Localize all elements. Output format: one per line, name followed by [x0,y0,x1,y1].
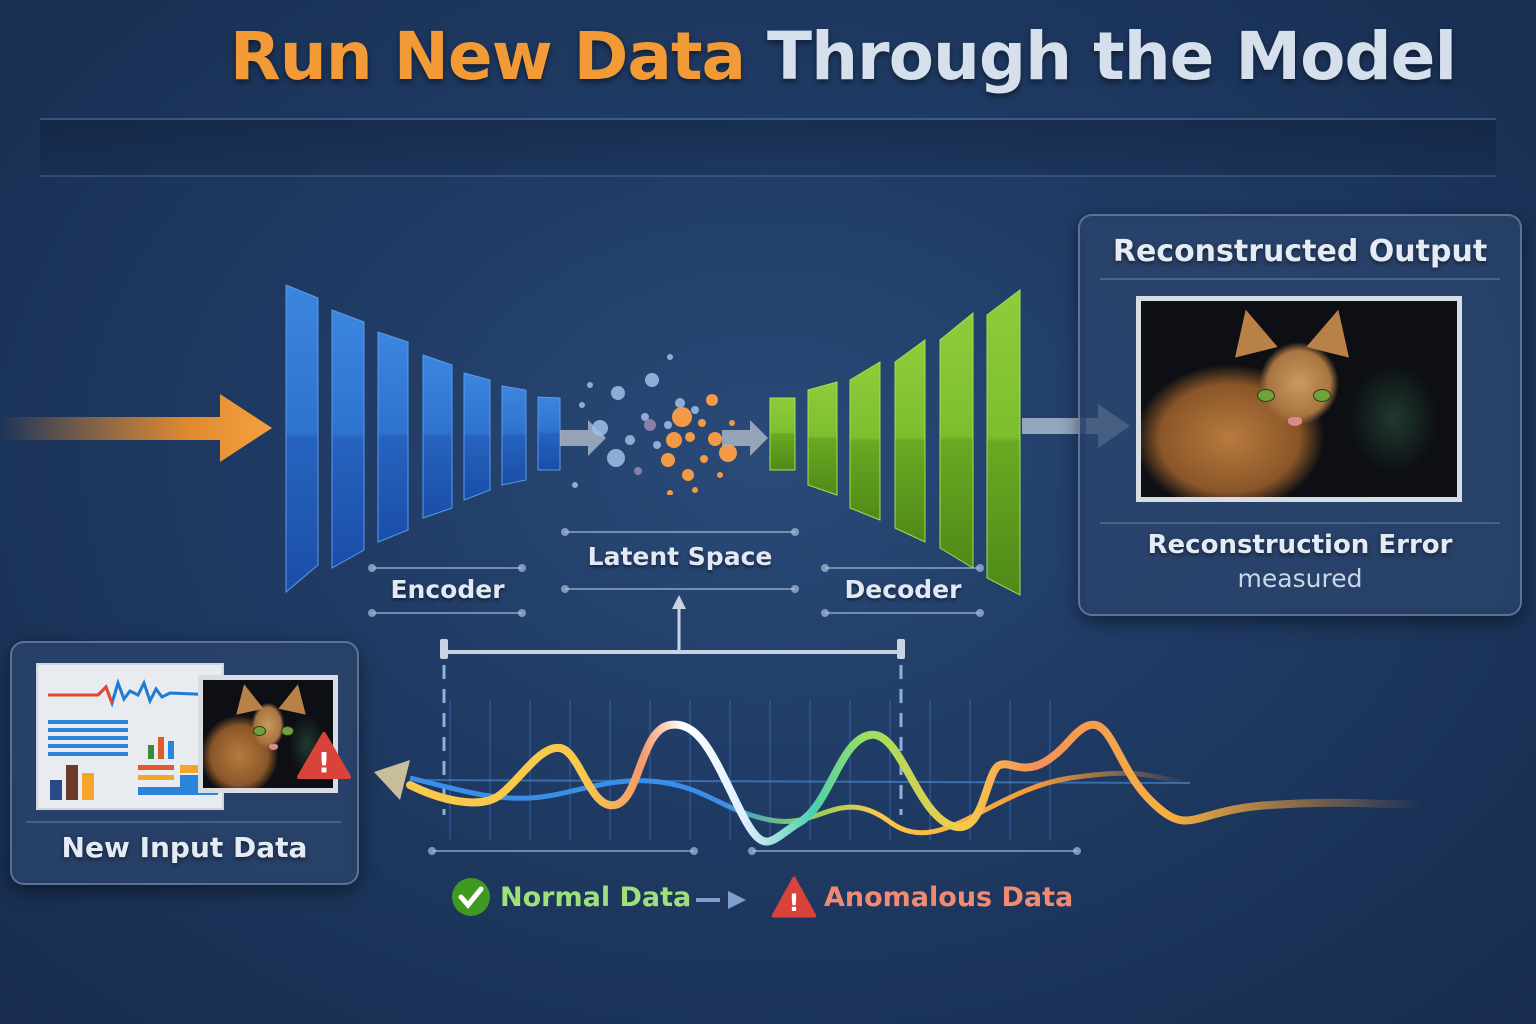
latent-bracket-bottom [561,585,799,593]
encoder-label: Encoder [390,575,505,604]
decoder-layers [769,288,1021,596]
title-highlight: Run New Data [229,18,746,95]
latent-bracket-connector [440,595,905,815]
decoder-bracket-top [821,564,984,572]
input-data-panel: ! New Input Data [10,641,359,885]
svg-text:!: ! [789,889,800,917]
warning-triangle-icon: ! [772,876,816,918]
reconstruction-error-sub: measured [1237,564,1363,593]
divider [1100,522,1500,524]
output-panel-title: Reconstructed Output [1112,234,1488,269]
encoder-bracket-top [368,564,526,572]
svg-text:!: ! [318,746,331,779]
divider [1100,278,1500,280]
anomalous-data-label: Anomalous Data [824,881,1074,913]
reconstructed-cat-image [1136,296,1462,502]
anomalous-range-line [748,847,1081,855]
title-rest: Through the Model [767,18,1457,95]
legend-normal: Normal Data [450,876,691,918]
normal-range-line [428,847,698,855]
arrow-right-icon [722,420,768,456]
encoder-layers [285,284,561,594]
input-panel-label: New Input Data [61,831,308,864]
latent-space-label: Latent Space [587,542,773,571]
warning-triangle-icon: ! [297,732,351,779]
output-panel: Reconstructed Output Reconstruction Erro… [1078,214,1522,616]
latent-bracket-top [561,528,799,536]
reconstruction-error-label: Reconstruction Error [1147,530,1453,560]
reconstruction-error-waveform [374,700,1420,846]
decoder-label: Decoder [844,575,962,604]
encoder-bracket-bottom [368,609,526,617]
input-arrow-icon [0,394,272,462]
arrow-right-icon [696,891,746,909]
check-circle-icon [452,878,490,916]
page-title: Run New Data Through the Model [0,18,1536,95]
dashboard-chart-thumbnail [36,663,224,810]
title-band [40,118,1496,177]
normal-data-label: Normal Data [500,881,692,913]
legend-anomalous: ! Anomalous Data [772,876,1073,918]
divider [26,821,341,823]
decoder-bracket-bottom [821,609,984,617]
latent-space-cloud [572,354,737,495]
